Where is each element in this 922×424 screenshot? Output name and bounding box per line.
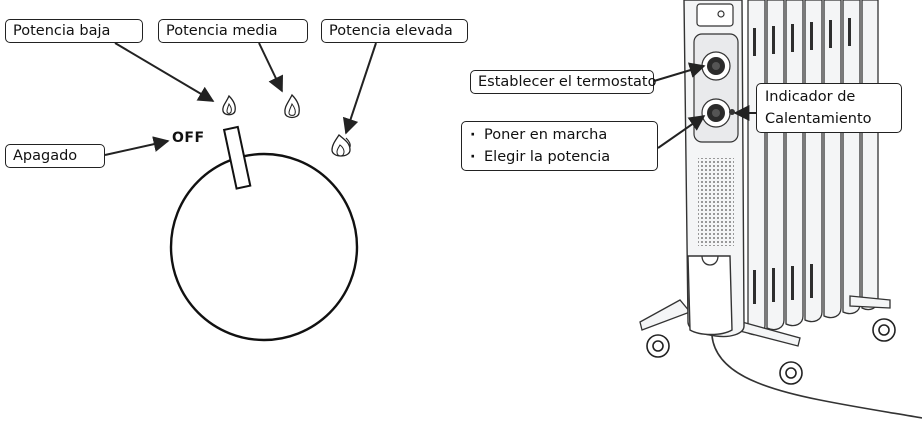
- arrow-potencia-elevada: [342, 42, 377, 135]
- indicador-line-2: Calentamiento: [765, 111, 872, 127]
- arrow-potencia-baja: [114, 42, 215, 102]
- oil-heater-illustration: [639, 0, 922, 419]
- flame-icon-small: [222, 94, 236, 116]
- thermostat-knob: [701, 51, 731, 81]
- label-off: OFF: [172, 130, 205, 146]
- dial-circle: [169, 152, 359, 342]
- label-apagado: Apagado: [5, 144, 105, 168]
- label-potencia-baja: Potencia baja: [5, 19, 143, 43]
- label-potencia-media: Potencia media: [158, 19, 308, 43]
- label-indicador-calentamiento: Indicador de Calentamiento: [756, 83, 902, 133]
- bullet-poner-en-marcha: Poner en marcha: [470, 124, 649, 146]
- heater-base: [639, 295, 891, 347]
- bullet-elegir-potencia: Elegir la potencia: [470, 146, 649, 168]
- heater-wheels: [646, 318, 896, 385]
- arrow-termostato: [653, 62, 706, 82]
- cord-storage-box: [687, 255, 733, 336]
- power-cord: [711, 335, 922, 419]
- flame-icon-large: [331, 134, 351, 157]
- power-dial: [169, 125, 359, 342]
- top-display-dot: [717, 10, 725, 18]
- heating-indicator-light: [729, 109, 735, 115]
- indicador-line-1: Indicador de: [765, 89, 856, 105]
- top-display: [696, 3, 734, 27]
- text-elegir-potencia: Elegir la potencia: [484, 149, 611, 165]
- label-poner-marcha-elegir-potencia: Poner en marcha Elegir la potencia: [461, 121, 658, 171]
- arrow-apagado: [104, 136, 170, 156]
- text-poner-en-marcha: Poner en marcha: [484, 127, 608, 143]
- heater-fins: [747, 0, 879, 336]
- flame-icon-medium: [284, 93, 300, 119]
- cord-box-clip: [701, 255, 719, 266]
- label-potencia-elevada: Potencia elevada: [321, 19, 468, 43]
- vent-grille: [698, 158, 734, 246]
- arrow-potencia-media: [258, 42, 283, 93]
- label-establecer-termostato: Establecer el termostato: [470, 70, 656, 94]
- dial-pointer: [222, 125, 252, 190]
- fin-slots: [753, 18, 851, 304]
- power-knob: [701, 98, 731, 128]
- arrow-poner-marcha: [657, 115, 706, 149]
